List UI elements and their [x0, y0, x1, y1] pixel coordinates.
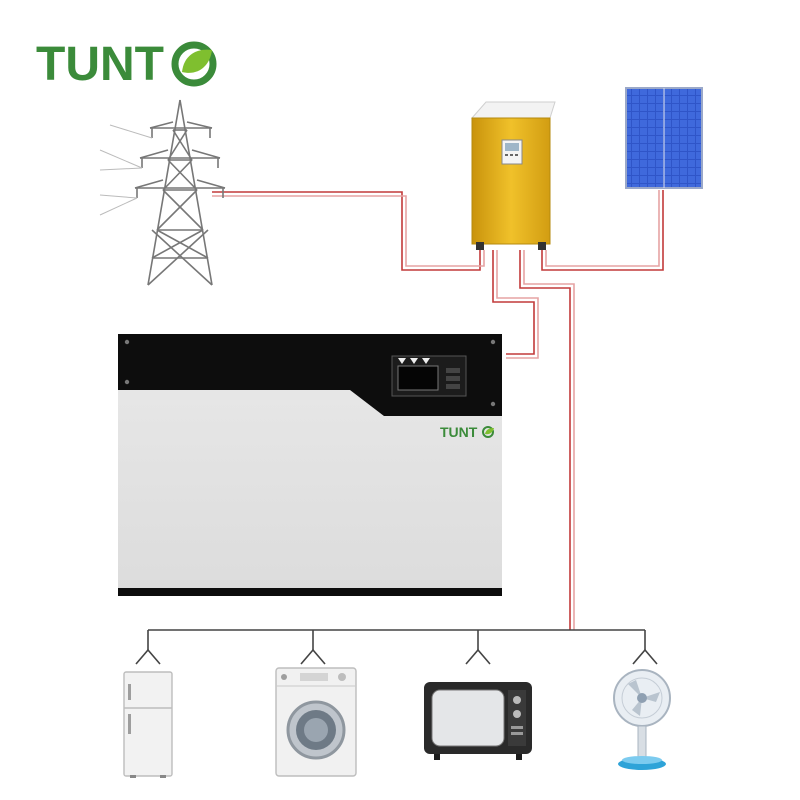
load-bus	[135, 629, 658, 665]
battery-display	[391, 355, 467, 397]
wire-inverter-to-battery	[492, 250, 539, 359]
transmission-tower-icon	[99, 99, 226, 286]
wire-solar-to-inverter	[541, 190, 664, 271]
battery-logo: TUNT	[440, 424, 494, 440]
logo-text: TUNT	[36, 38, 164, 91]
solar-panel-icon	[625, 87, 703, 189]
wires	[135, 190, 664, 665]
refrigerator-icon	[123, 671, 173, 778]
fan-icon	[613, 669, 671, 770]
wire-inverter-to-loads	[519, 250, 575, 630]
battery-pack-icon: TUNT	[118, 334, 502, 596]
battery-logo-text: TUNT	[440, 424, 478, 440]
inverter-icon	[470, 101, 556, 250]
washing-machine-icon	[275, 667, 357, 777]
television-icon	[424, 682, 532, 760]
leaf-o-icon	[171, 41, 217, 87]
brand-logo: TUNT	[36, 38, 217, 91]
wire-grid-to-inverter	[212, 191, 485, 271]
